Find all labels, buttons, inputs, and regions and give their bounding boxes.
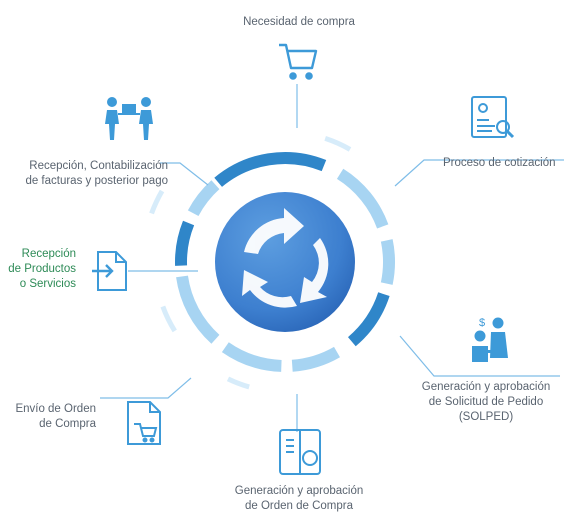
- shopping-cart-icon: [279, 43, 318, 80]
- document-search-icon: [471, 96, 515, 139]
- step-label-envio: Envío de Orden de Compra: [15, 403, 96, 430]
- ring-segment: [347, 292, 390, 347]
- svg-text:$: $: [479, 317, 485, 329]
- step-label-contabilizacion: Recepción, Contabilización de facturas y…: [25, 160, 168, 187]
- file-import-icon: [92, 251, 127, 291]
- purchase-order-document-icon: [279, 429, 321, 475]
- ring-segment: [291, 346, 340, 372]
- document-cart-icon: [127, 401, 161, 445]
- ring-segment: [175, 220, 195, 266]
- step-label-necesidad: Necesidad de compra: [243, 16, 355, 28]
- ring-dash: [160, 305, 177, 333]
- ring-segment: [176, 275, 220, 344]
- ring-segment: [214, 152, 327, 188]
- cycle-ring: [149, 135, 395, 390]
- step-label-recepcion: Recepción de Productos o Servicios: [8, 248, 76, 290]
- ring-dash: [324, 135, 352, 152]
- business-meeting-icon: $: [472, 317, 508, 362]
- ring-dash: [149, 189, 165, 215]
- step-label-orden: Generación y aprobación de Orden de Comp…: [234, 485, 364, 512]
- cycle-arrows-icon: [242, 208, 329, 308]
- handover-people-icon: [105, 97, 153, 140]
- step-label-cotizacion: Proceso de cotización: [443, 157, 556, 169]
- ring-segment: [336, 168, 389, 229]
- ring-segment: [221, 342, 282, 372]
- step-label-solped: Generación y aprobación de Solicitud de …: [421, 381, 551, 423]
- connector-lines: [100, 84, 564, 432]
- ring-segment: [187, 180, 220, 217]
- ring-dash: [226, 376, 250, 390]
- ring-segment: [380, 239, 395, 285]
